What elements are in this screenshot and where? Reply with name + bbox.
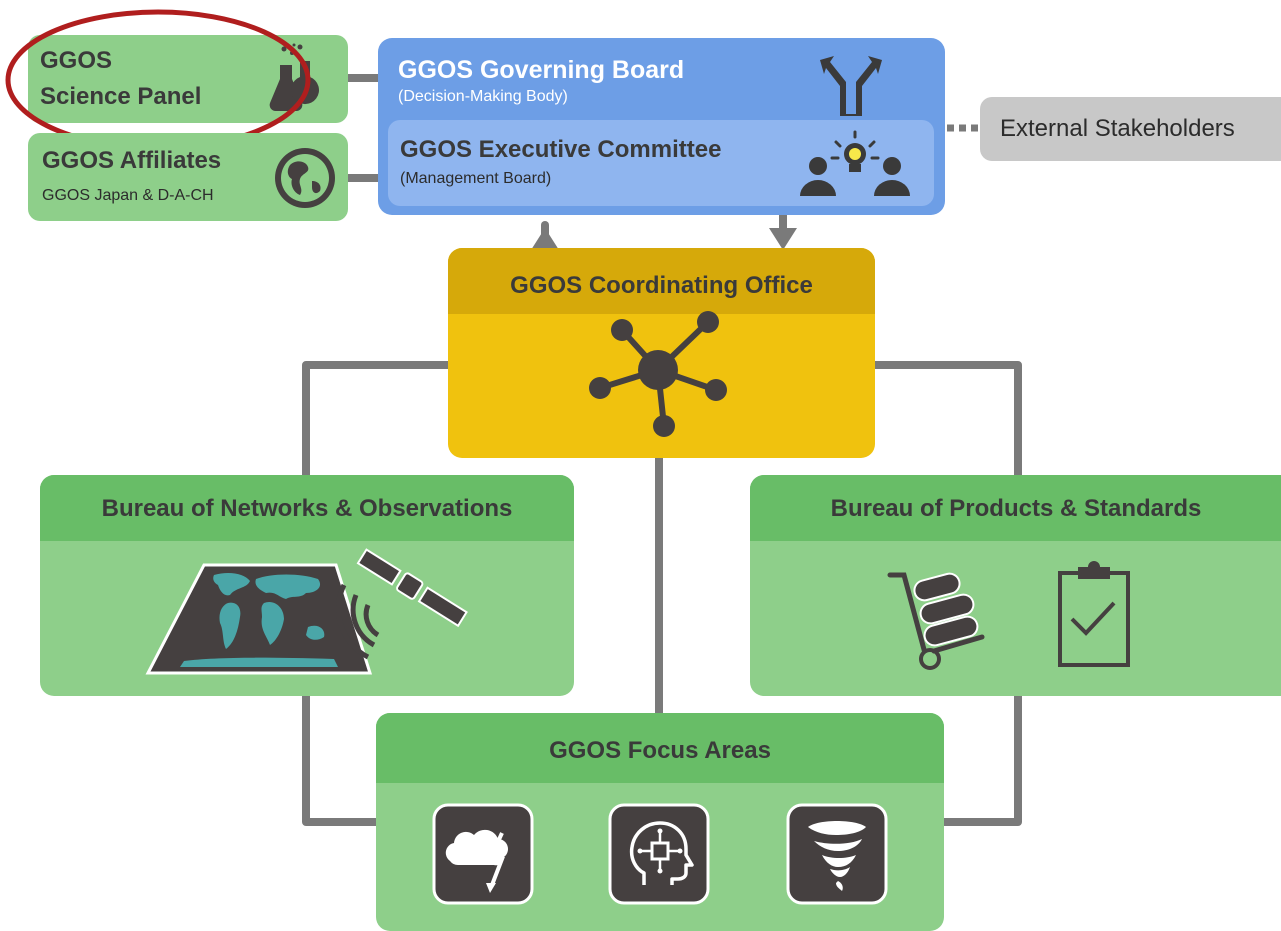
lab-flask-icon [264,43,324,115]
connector-office-networks [302,361,454,482]
governing-board-title: GGOS Governing Board [398,56,685,84]
affiliates-box[interactable]: GGOS Affiliates GGOS Japan & D-A-CH [28,133,348,221]
bureau-networks-header [40,475,574,541]
ai-head-icon [608,803,710,905]
science-panel-line2: Science Panel [40,83,202,110]
focus-areas-title: GGOS Focus Areas [549,737,771,764]
bureau-networks-box[interactable]: Bureau of Networks & Observations [40,475,574,696]
clipboard-check-icon [1056,557,1132,669]
connector-office-products [871,361,1022,482]
science-panel-line1: GGOS [40,47,113,74]
connector-networks-focus [302,690,384,826]
executive-committee-title: GGOS Executive Committee [400,136,722,163]
affiliates-subtitle: GGOS Japan & D-A-CH [42,187,214,204]
affiliates-title: GGOS Affiliates [42,147,222,174]
team-idea-icon [794,128,916,200]
network-hub-icon [586,308,736,448]
coordinating-office-title: GGOS Coordinating Office [510,272,813,299]
hand-truck-icon [884,567,994,671]
bureau-networks-title: Bureau of Networks & Observations [101,495,513,522]
governing-board-subtitle: (Decision-Making Body) [398,88,568,105]
storm-lightning-icon [432,803,534,905]
arrow-down-head [769,228,797,250]
bureau-products-title: Bureau of Products & Standards [830,495,1202,522]
focus-areas-header [376,713,944,783]
executive-committee-subtitle: (Management Board) [400,170,552,187]
decision-arrows-icon [816,52,886,118]
connector-products-focus [938,690,1022,826]
coordinating-office-box[interactable]: GGOS Coordinating Office [448,248,875,458]
arrow-up-head [531,228,559,250]
external-stakeholders-label: External Stakeholders [1000,115,1235,142]
focus-areas-box[interactable]: GGOS Focus Areas [376,713,944,931]
external-stakeholders-box[interactable]: External Stakeholders [980,97,1281,161]
world-map-icon [144,561,374,677]
satellite-icon [336,539,472,669]
globe-icon [272,145,338,211]
executive-committee-box[interactable]: GGOS Executive Committee (Management Boa… [388,120,934,206]
coordinating-office-header [448,248,875,314]
bureau-products-box[interactable]: Bureau of Products & Standards [750,475,1281,696]
bureau-products-header [750,475,1281,541]
tornado-icon [786,803,888,905]
